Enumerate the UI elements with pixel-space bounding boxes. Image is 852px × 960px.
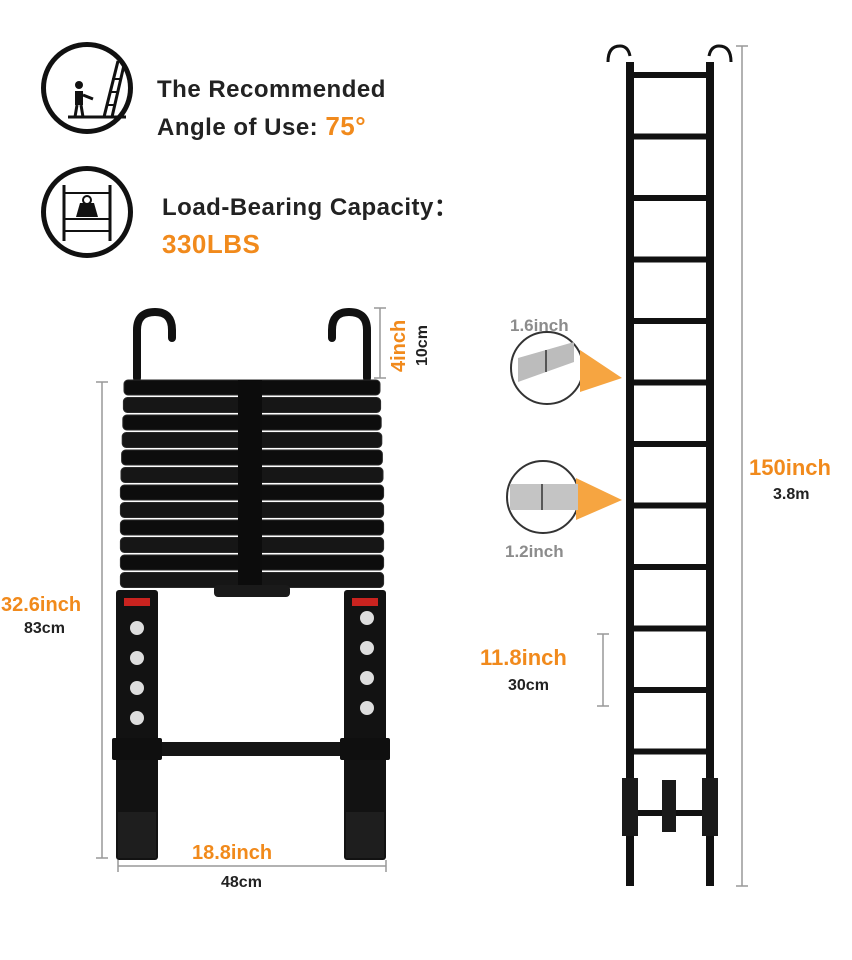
extended-rung xyxy=(630,748,710,755)
rung-spacing-cm: 30cm xyxy=(508,677,549,694)
safety-warning-icon xyxy=(130,651,144,665)
safety-warning-icon xyxy=(130,681,144,695)
ladder-person-icon xyxy=(68,60,126,119)
extended-height-inch: 150inch xyxy=(749,455,831,480)
load-title: Load-Bearing Capacity： xyxy=(162,194,459,221)
safety-warning-icon xyxy=(360,611,374,625)
load-value: 330LBS xyxy=(162,229,261,259)
extended-rung xyxy=(630,133,710,140)
angle-title: The Recommended xyxy=(157,76,386,103)
extended-rung xyxy=(630,441,710,447)
angle-value: 75° xyxy=(325,111,367,141)
ladder-angle-icon xyxy=(41,42,133,134)
extended-rung xyxy=(630,502,710,509)
folded-hook-height-inch: 4inch xyxy=(388,319,410,372)
safety-warning-icon xyxy=(130,621,144,635)
extended-rung xyxy=(630,256,710,263)
extended-rung xyxy=(630,195,710,201)
rung-section-bottom-label: 1.2inch xyxy=(505,542,564,561)
load-capacity-icon xyxy=(41,166,133,258)
rung-spacing-inch: 11.8inch xyxy=(480,645,567,670)
safety-warning-icon xyxy=(360,671,374,685)
folded-height-inch: 32.6inch xyxy=(1,594,82,616)
folded-width-cm: 48cm xyxy=(221,874,262,891)
extended-ladder-drawing xyxy=(606,44,733,886)
angle-label: Angle of Use: xyxy=(157,114,326,141)
safety-warning-icon xyxy=(360,641,374,655)
extended-rung xyxy=(630,72,710,78)
extended-rung xyxy=(630,379,710,386)
rung-section-top-label: 1.6inch xyxy=(510,316,569,335)
extended-rung xyxy=(630,687,710,693)
folded-height-cm: 83cm xyxy=(24,620,65,637)
extended-rung xyxy=(630,564,710,570)
safety-warning-icon xyxy=(130,711,144,725)
extended-rung xyxy=(630,318,710,324)
weight-on-ladder-icon xyxy=(62,185,112,241)
extended-rung xyxy=(630,625,710,632)
extended-height-m: 3.8m xyxy=(773,486,810,503)
safety-warning-icon xyxy=(360,701,374,715)
folded-width-inch: 18.8inch xyxy=(192,842,273,864)
folded-hook-height-cm: 10cm xyxy=(414,325,431,366)
